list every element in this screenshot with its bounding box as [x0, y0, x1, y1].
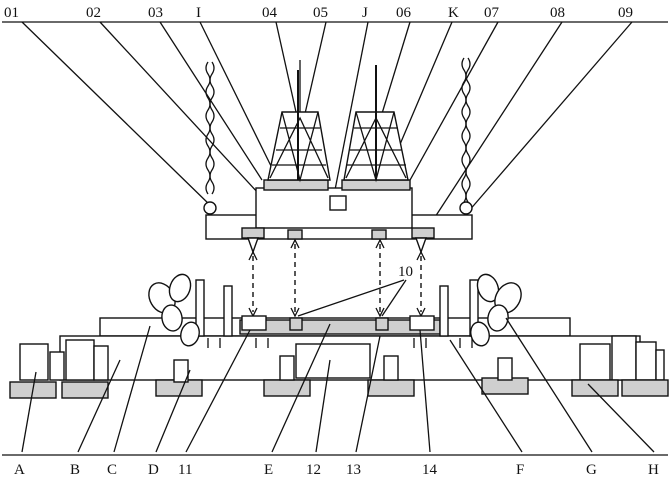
label-H: H [648, 462, 659, 478]
label-D: D [148, 462, 159, 478]
label-E: E [264, 462, 273, 478]
right-base-sling [470, 273, 522, 347]
top-label-row: 01 02 03 I 04 05 J 06 K 07 08 09 [4, 5, 633, 21]
label-F: F [516, 462, 524, 478]
label-I: I [196, 5, 201, 21]
label-06: 06 [396, 5, 412, 21]
bottom-leader-lines [21, 317, 655, 453]
label-13: 13 [346, 462, 361, 478]
lifted-assembly [205, 60, 473, 255]
label-A: A [14, 462, 25, 478]
label-03: 03 [148, 5, 163, 21]
bottom-label-row: A B C D 11 E 12 13 14 F G H [14, 462, 659, 478]
right-tower [343, 65, 409, 183]
label-02: 02 [86, 5, 101, 21]
label-01: 01 [4, 5, 19, 21]
top-leader-lines [21, 21, 633, 235]
label-08: 08 [550, 5, 565, 21]
label-G: G [586, 462, 597, 478]
label-04: 04 [262, 5, 278, 21]
label-B: B [70, 462, 80, 478]
left-base-sling [148, 273, 200, 347]
label-K: K [448, 5, 459, 21]
alignment-arrows [248, 238, 426, 318]
label-10-leaders [297, 279, 407, 317]
label-05: 05 [313, 5, 328, 21]
label-12: 12 [306, 462, 321, 478]
label-07: 07 [484, 5, 500, 21]
label-10: 10 [398, 264, 413, 280]
left-tower [267, 60, 331, 183]
center-box [329, 195, 347, 211]
label-C: C [107, 462, 117, 478]
left-chain [203, 61, 217, 215]
label-14: 14 [422, 462, 438, 478]
right-chain [459, 57, 473, 215]
label-J: J [362, 5, 368, 21]
base-assembly [9, 279, 669, 399]
central-slot [295, 343, 371, 379]
label-09: 09 [618, 5, 633, 21]
label-11: 11 [178, 462, 192, 478]
